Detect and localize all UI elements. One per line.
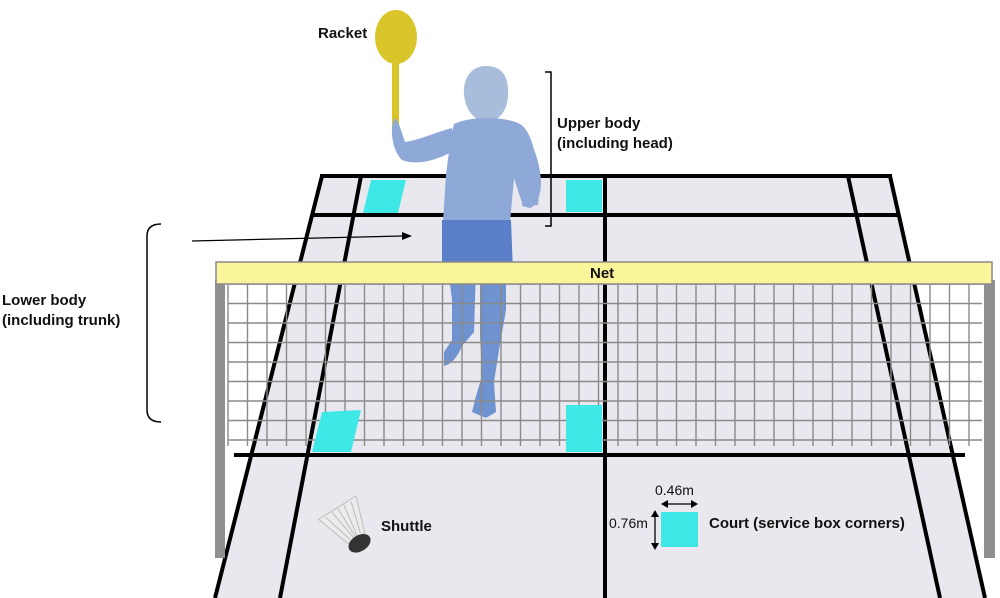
net-label: Net: [590, 265, 615, 282]
player-figure: [391, 66, 541, 418]
legend-service-box: [661, 512, 698, 547]
lower-body-label: Lower body (including trunk): [2, 291, 120, 330]
service-box-marker-near-right: [566, 405, 602, 452]
legend-height-arrow: [651, 510, 659, 550]
upper-body-label-line2: (including head): [557, 134, 673, 152]
shuttlecock-icon: [317, 495, 371, 553]
racket-icon: [375, 10, 417, 128]
legend-width-arrow: [661, 500, 698, 508]
box-height-label: 0.76m: [609, 515, 648, 531]
service-box-marker-near-left: [312, 410, 361, 452]
player-shorts: [442, 220, 513, 272]
player-left-leg: [444, 268, 476, 366]
racket-label: Racket: [318, 25, 368, 42]
box-width-label: 0.46m: [655, 482, 694, 498]
player-right-arm: [516, 128, 541, 208]
player-head: [463, 66, 509, 124]
lower-body-label-line2: (including trunk): [2, 311, 121, 329]
net-post-left: [215, 280, 225, 558]
net-band: [215, 261, 993, 285]
court-lines: [213, 174, 987, 598]
lower-body-label-line1: Lower body: [2, 292, 87, 309]
player-torso: [443, 118, 539, 222]
service-box-marker-far-left: [363, 180, 406, 213]
service-box-marker-far-right: [566, 180, 602, 212]
court-label: Court (service box corners): [709, 515, 905, 532]
arrow-head: [402, 232, 412, 240]
player-left-arm: [391, 118, 455, 163]
net-post-right: [984, 280, 995, 558]
upper-body-label: Upper body (including head): [557, 114, 673, 153]
court-floor: [215, 176, 985, 598]
shuttle-label: Shuttle: [381, 518, 432, 535]
lower-body-arrow: [191, 235, 404, 242]
upper-body-bracket: [545, 71, 552, 227]
lower-body-bracket: [146, 223, 162, 423]
upper-body-label-line1: Upper body: [557, 115, 641, 132]
